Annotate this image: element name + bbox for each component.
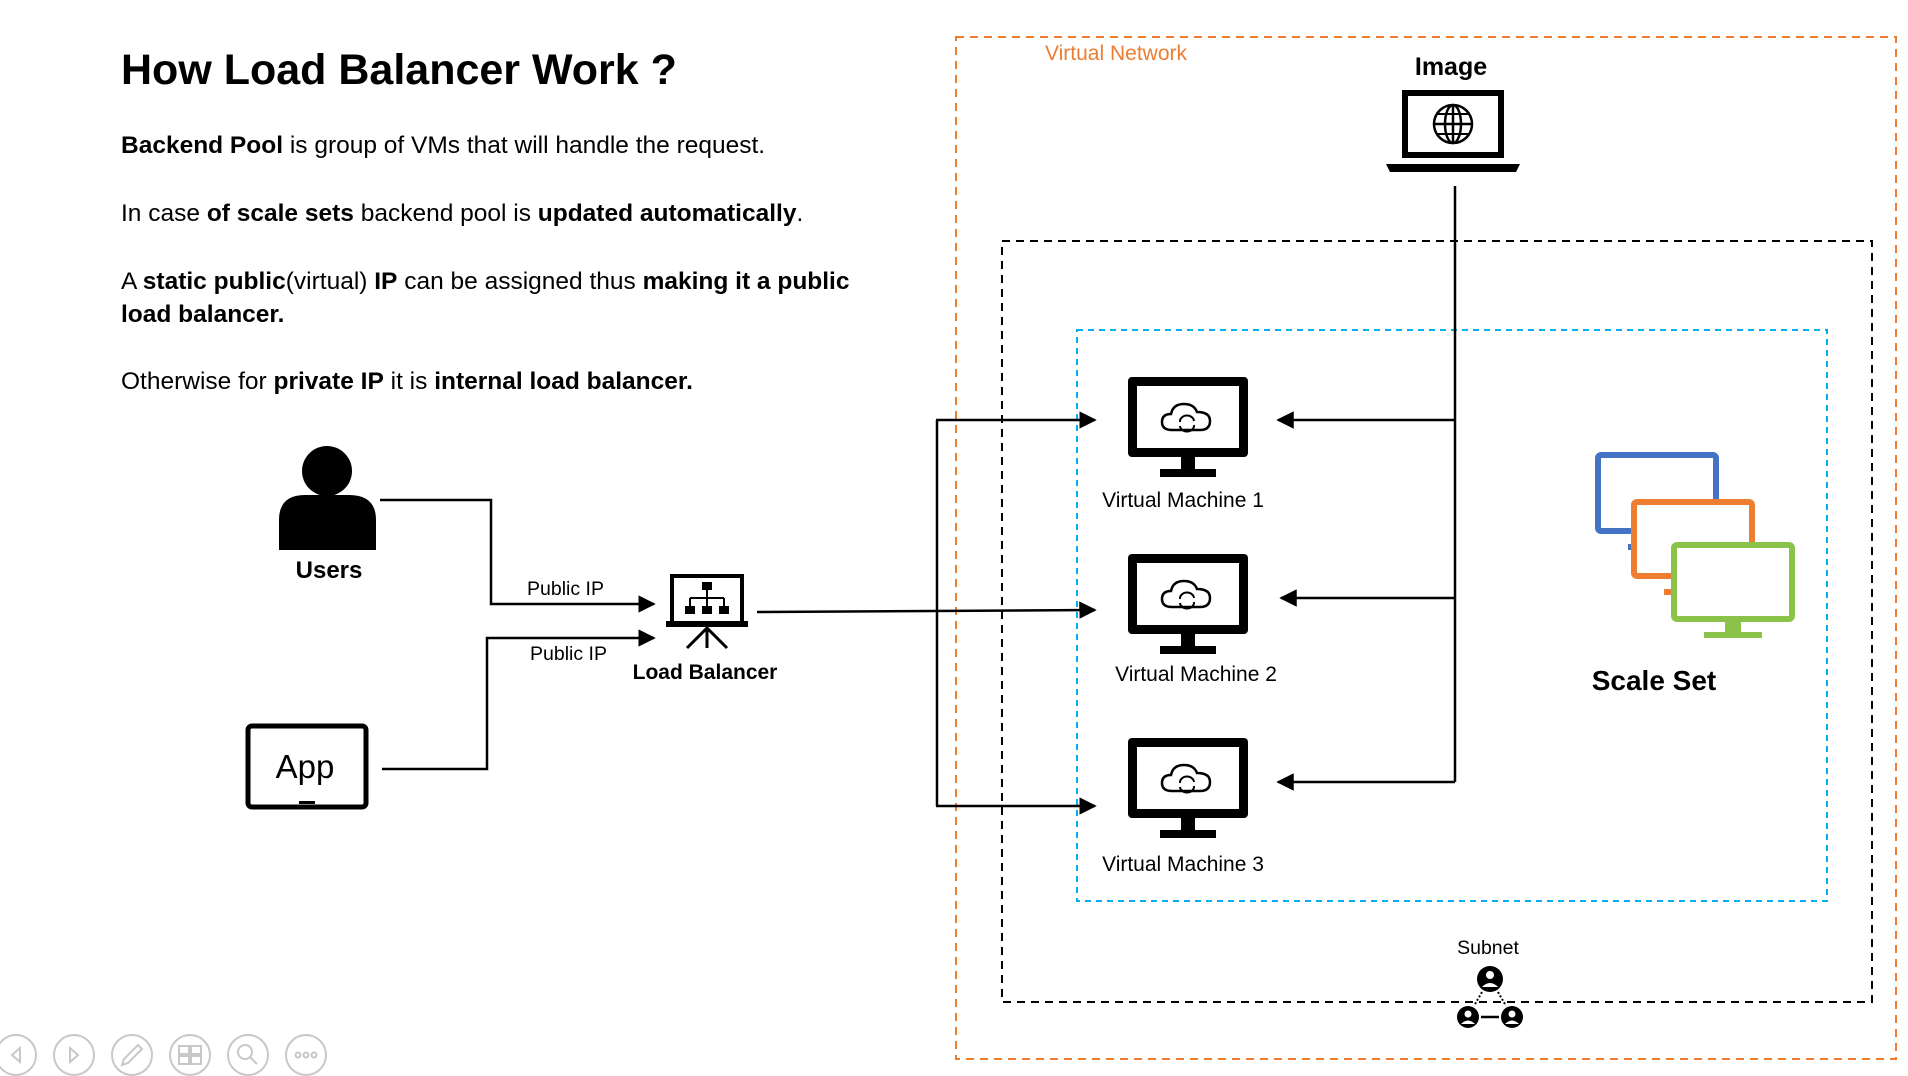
public-ip-label-app: Public IP <box>530 643 607 665</box>
vm3-monitor-icon <box>1128 738 1248 838</box>
scale-set-icon <box>1595 452 1795 638</box>
paragraph-text-run: updated automatically <box>537 200 797 227</box>
slide-title: How Load Balancer Work ? <box>121 46 677 94</box>
paragraph-backend-pool: Backend Pool is group of VMs that will h… <box>121 129 881 162</box>
vm2-label: Virtual Machine 2 <box>1115 663 1277 686</box>
previous-slide-icon[interactable] <box>0 1034 37 1076</box>
slides-grid-icon[interactable] <box>169 1034 211 1076</box>
users-connector <box>380 498 656 613</box>
laptop-globe-icon <box>1386 90 1520 172</box>
paragraph-text-run: making it a public load balancer. <box>121 268 850 328</box>
paragraph-text-run: Otherwise for <box>121 368 274 395</box>
load-balancer-label: Load Balancer <box>632 661 778 684</box>
vm3-label: Virtual Machine 3 <box>1102 853 1264 876</box>
paragraph-text-run: static public <box>142 268 286 295</box>
paragraph-text-run: private IP <box>273 368 384 395</box>
app-label: App <box>275 748 335 785</box>
scale-set-boundary <box>1076 329 1828 902</box>
paragraph-public-ip: A static public(virtual) IP can be assig… <box>121 265 881 331</box>
app-connector <box>382 629 656 771</box>
slideshow-nav-toolbar <box>0 1034 327 1076</box>
vm1-monitor-icon <box>1128 377 1248 477</box>
zoom-icon[interactable] <box>227 1034 269 1076</box>
paragraph-text-run: backend pool is <box>353 200 538 227</box>
lb-to-vm2-connector <box>756 601 1097 619</box>
public-ip-label-users: Public IP <box>527 578 604 600</box>
virtual-network-boundary <box>955 36 1897 1060</box>
vm2-monitor-icon <box>1128 554 1248 654</box>
paragraph-text-run: is group of VMs that will handle the req… <box>283 132 766 159</box>
paragraph-text-run: A <box>121 268 143 295</box>
paragraph-text-run: it is <box>383 368 435 395</box>
subnet-label: Subnet <box>1457 937 1519 959</box>
users-label: Users <box>295 557 363 584</box>
user-icon <box>279 446 376 550</box>
paragraph-text-run: Backend Pool <box>121 132 284 159</box>
load-balancer-icon <box>666 574 748 650</box>
paragraph-text-run: internal load balancer. <box>434 368 693 395</box>
paragraph-text-run: In case <box>121 200 207 227</box>
paragraph-text-run: IP <box>374 268 398 295</box>
virtual-network-label: Virtual Network <box>1045 42 1187 65</box>
paragraph-text-run: (virtual) <box>285 268 375 295</box>
vm1-label: Virtual Machine 1 <box>1102 489 1264 512</box>
paragraph-text-run: can be assigned thus <box>397 268 643 295</box>
subnet-boundary <box>1001 240 1873 1003</box>
more-options-icon[interactable] <box>285 1034 327 1076</box>
image-label: Image <box>1414 53 1488 81</box>
next-slide-icon[interactable] <box>53 1034 95 1076</box>
paragraph-private-ip: Otherwise for private IP it is internal … <box>121 365 881 398</box>
tablet-icon <box>245 723 369 810</box>
paragraph-scale-sets: In case of scale sets backend pool is up… <box>121 197 881 230</box>
paragraph-text-run: of scale sets <box>206 200 354 227</box>
subnet-icon <box>1457 966 1523 1028</box>
paragraph-text-run: . <box>796 200 804 227</box>
scale-set-label: Scale Set <box>1591 665 1717 696</box>
pen-icon[interactable] <box>111 1034 153 1076</box>
